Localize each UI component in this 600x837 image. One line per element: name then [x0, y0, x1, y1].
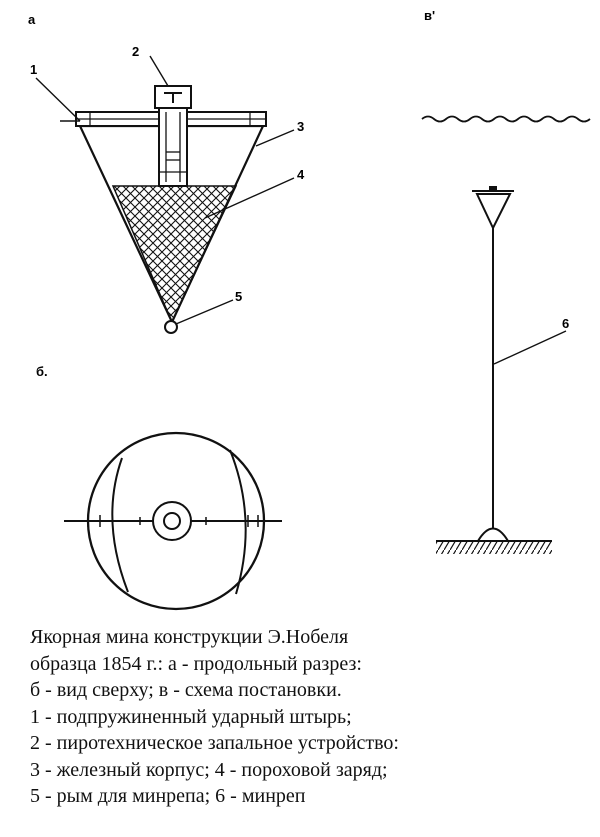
panel-label-b: б. [36, 364, 48, 379]
caption-line: 3 - железный корпус; 4 - пороховой заряд… [30, 758, 388, 781]
panel-a-section: а 1 2 3 4 5 [28, 12, 305, 334]
caption-line: 1 - подпружиненный ударный штырь; [30, 705, 352, 728]
caption-line: 5 - рым для минрепа; 6 - минреп [30, 785, 306, 807]
caption-line: 2 - пиротехническое запальное устройство… [30, 732, 399, 754]
callout-5: 5 [235, 289, 242, 304]
callout-1: 1 [30, 62, 37, 77]
water-surface [421, 115, 591, 123]
panel-v-deployment: в' 6 [421, 8, 591, 554]
caption-line: б - вид сверху; в - схема постановки. [30, 679, 342, 701]
igniter-plan-inner [163, 512, 181, 530]
callout-4: 4 [297, 167, 305, 182]
panel-label-v: в' [424, 8, 435, 23]
powder-charge [111, 185, 238, 324]
callout-3: 3 [297, 119, 304, 134]
igniter-tube [158, 107, 188, 187]
mine-small [475, 193, 512, 231]
mooring-eye [164, 320, 178, 334]
caption-line: образца 1854 г.: а - продольный разрез: [30, 652, 362, 675]
callout-6: 6 [562, 316, 569, 331]
figure-caption: Якорная мина конструкции Э.Нобеля образц… [30, 624, 590, 810]
panel-label-a: а [28, 12, 36, 27]
callout-2: 2 [132, 44, 139, 59]
panel-b-top-view: б. [36, 364, 282, 611]
mine-diagram: а 1 2 3 4 5 б. [28, 8, 591, 611]
caption-line: Якорная мина конструкции Э.Нобеля [30, 626, 349, 648]
anchor [476, 527, 510, 542]
